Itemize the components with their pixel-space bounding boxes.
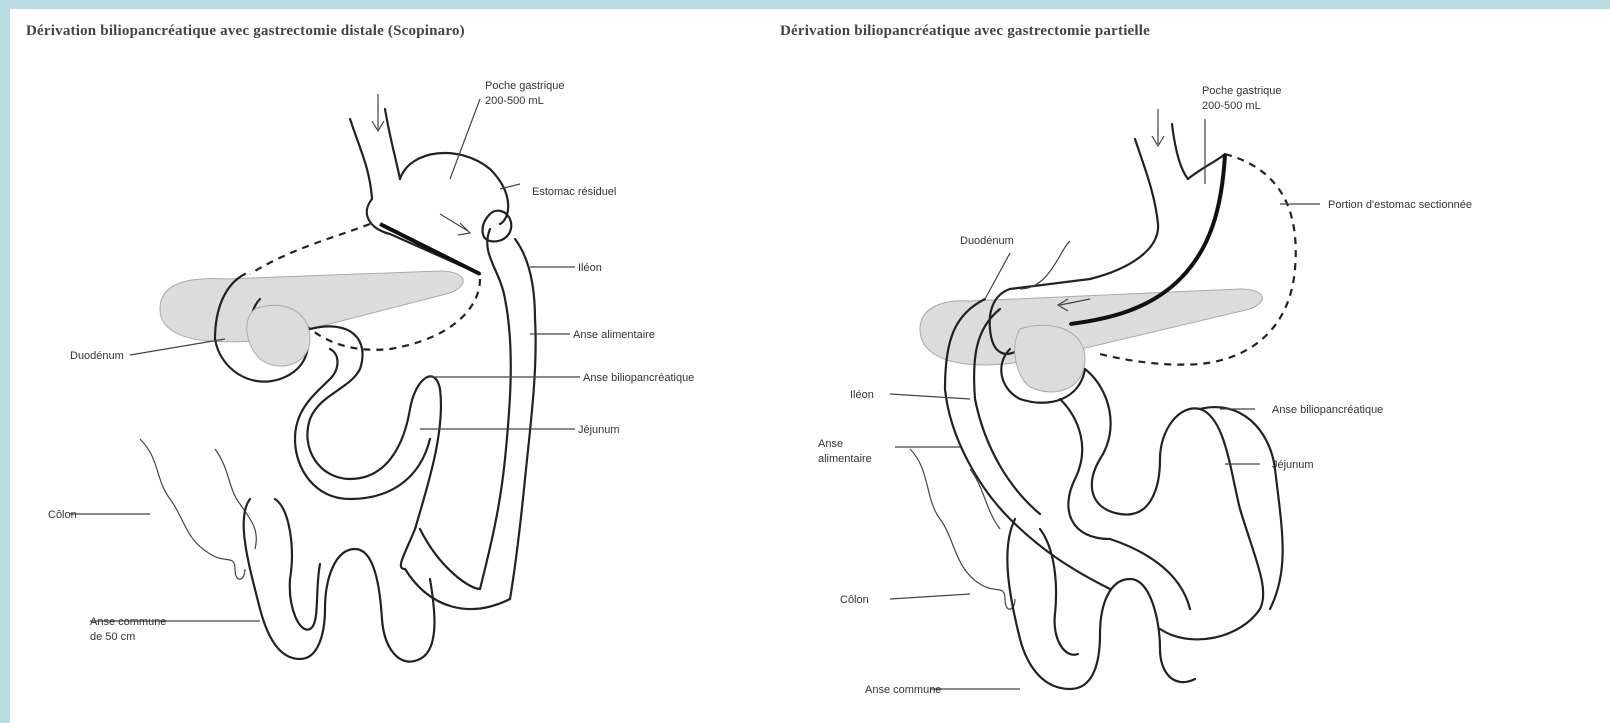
left-common-channel — [244, 499, 435, 662]
left-label-colon: Côlon — [48, 509, 77, 521]
left-diagram — [70, 94, 580, 662]
right-jejunum — [1110, 407, 1283, 609]
anatomy-diagrams: Poche gastrique 200-500 mL Estomac résid… — [10, 9, 1610, 723]
left-colon — [140, 439, 256, 579]
right-label-alimentary-limb-1: Anse — [818, 438, 843, 450]
left-leader-lines — [70, 99, 580, 621]
left-pancreas — [160, 271, 463, 342]
right-pancreas — [920, 289, 1262, 365]
left-arrow-esophagus — [372, 94, 384, 131]
left-pancreas-head — [247, 305, 310, 366]
right-label-pouch-2: 200-500 mL — [1202, 100, 1261, 112]
left-label-biliopancreatic-limb: Anse biliopancréatique — [583, 372, 694, 384]
left-alimentary-limb — [480, 229, 536, 599]
left-gastric-pouch — [367, 153, 508, 274]
figure-frame: Dérivation biliopancréatique avec gastre… — [10, 9, 1610, 723]
left-label-duodenum: Duodénum — [70, 350, 124, 362]
right-label-common-channel: Anse commune — [865, 684, 941, 696]
left-label-residual-stomach: Estomac résiduel — [532, 186, 616, 198]
left-esophagus — [350, 109, 400, 199]
right-diagram — [890, 109, 1320, 689]
right-label-biliopancreatic-limb: Anse biliopancréatique — [1272, 404, 1383, 416]
right-pancreas-head — [1015, 325, 1085, 392]
left-arrow-pouch — [440, 214, 470, 235]
left-label-common-channel-1: Anse commune — [90, 616, 166, 628]
right-label-pouch-1: Poche gastrique — [1202, 85, 1282, 97]
left-label-jejunum: Jéjunum — [578, 424, 620, 436]
left-label-alimentary-limb: Anse alimentaire — [573, 329, 655, 341]
right-colon — [910, 449, 1015, 609]
left-label-ileum: Iléon — [578, 262, 602, 274]
right-arrow-esophagus — [1152, 109, 1164, 146]
right-common-channel — [1007, 519, 1195, 689]
left-biliopancreatic-limb — [295, 326, 441, 569]
right-label-excluded-stomach: Portion d'estomac sectionnée — [1328, 199, 1472, 211]
right-label-ileum: Iléon — [850, 389, 874, 401]
right-label-jejunum: Jéjunum — [1272, 459, 1314, 471]
left-staple-line — [380, 224, 480, 274]
left-label-pouch-2: 200-500 mL — [485, 95, 544, 107]
right-esophagus — [1135, 124, 1188, 224]
left-label-common-channel-2: de 50 cm — [90, 631, 135, 643]
right-label-alimentary-limb-2: alimentaire — [818, 453, 872, 465]
left-label-pouch-1: Poche gastrique — [485, 80, 565, 92]
right-label-duodenum: Duodénum — [960, 235, 1014, 247]
right-label-colon: Côlon — [840, 594, 869, 606]
